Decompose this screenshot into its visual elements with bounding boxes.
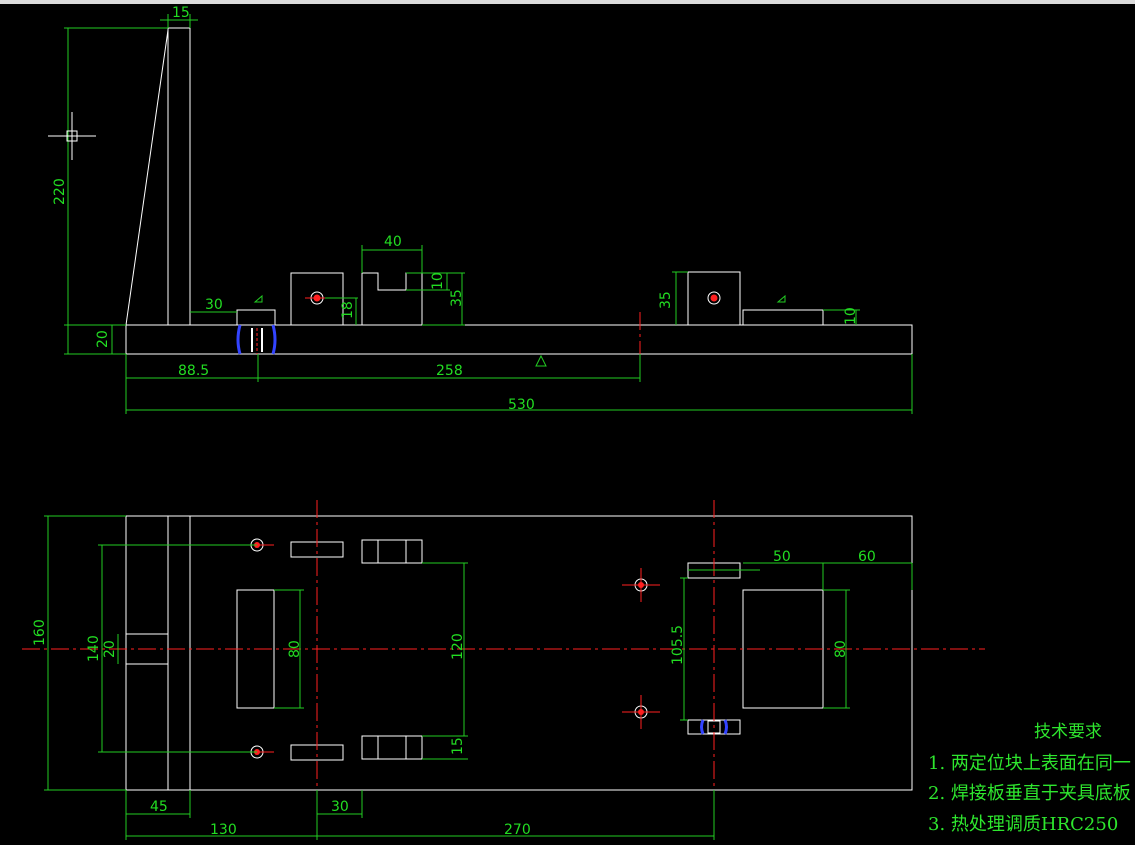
datum-mark xyxy=(535,354,547,367)
dim-overall-width: 160 xyxy=(32,619,48,646)
tech-req-item-1: 1. 两定位块上表面在同一 xyxy=(928,753,1131,774)
dim-base-thickness: 20 xyxy=(95,330,111,348)
dim-center-to-center: 270 xyxy=(504,822,531,838)
weld-symbol-left xyxy=(236,324,277,355)
slotted-block-top-1 xyxy=(361,539,423,564)
dim-center-span: 258 xyxy=(436,363,463,379)
dim-right-pad-width: 50 xyxy=(773,549,791,565)
slotted-block xyxy=(361,272,423,326)
tech-req-item-3: 3. 热处理调质HRC250 xyxy=(928,814,1118,835)
dim-left-to-center: 130 xyxy=(210,822,237,838)
dim-block-spacing: 120 xyxy=(450,633,466,660)
dim-pad-width-left: 80 xyxy=(287,640,303,658)
dim-plate-thickness: 10 xyxy=(843,307,859,325)
front-dimension-lines xyxy=(64,14,913,414)
plate-right xyxy=(742,309,824,326)
pin-hole-right-center xyxy=(710,294,718,302)
top-view: 160 140 20 80 120 15 105.5 50 60 80 45 3… xyxy=(22,500,985,840)
dim-overall-length: 530 xyxy=(508,397,535,413)
dim-block-slot-depth: 10 xyxy=(430,272,446,290)
dim-right-edge-offset: 60 xyxy=(858,549,876,565)
holes-right xyxy=(622,568,660,729)
dim-slot-width: 20 xyxy=(102,640,118,658)
dim-right-hole-spacing: 105.5 xyxy=(670,625,686,665)
top-dimension-lines xyxy=(44,515,913,840)
dim-block-height-right: 35 xyxy=(658,291,674,309)
base-plate xyxy=(125,324,913,355)
pin-hole-right xyxy=(707,291,721,305)
weld-mark-1 xyxy=(253,294,263,303)
dim-right-pad-height: 80 xyxy=(833,640,849,658)
weld-mark-2 xyxy=(776,294,786,303)
base-plate-top xyxy=(125,515,913,791)
window-titlebar xyxy=(0,0,1135,4)
vertical-stand xyxy=(167,27,191,326)
dim-block-height-left: 35 xyxy=(449,289,465,307)
front-view: 15 220 20 30 40 10 35 18 35 10 88.5 258 … xyxy=(48,5,913,414)
dim-block-width: 40 xyxy=(384,234,402,250)
dim-stand-width: 15 xyxy=(172,5,190,21)
slotted-block-top-2 xyxy=(361,735,423,760)
pin-block-right xyxy=(687,271,741,326)
stand-top xyxy=(167,515,191,791)
dim-left-offset: 88.5 xyxy=(178,363,209,379)
dim-pin-height: 18 xyxy=(340,301,356,319)
dim-hole-spacing: 140 xyxy=(86,635,102,662)
tech-req-item-2: 2. 焊接板垂直于夹具底板 xyxy=(928,783,1131,804)
dim-stand-offset: 45 xyxy=(150,799,168,815)
tech-req-title: 技术要求 xyxy=(1034,722,1102,742)
pin-block-left xyxy=(290,272,344,326)
gusset-edge xyxy=(125,29,169,326)
dim-weld-plate-length: 30 xyxy=(205,297,223,313)
weld-plate-left xyxy=(236,309,276,326)
dim-block-offset: 30 xyxy=(331,799,349,815)
dim-stand-height: 220 xyxy=(52,178,68,205)
cad-crosshair-cursor[interactable] xyxy=(48,112,96,160)
technical-requirements: 技术要求 1. 两定位块上表面在同一 2. 焊接板垂直于夹具底板 3. 热处理调… xyxy=(928,722,1131,835)
dim-block-depth: 15 xyxy=(450,737,466,755)
